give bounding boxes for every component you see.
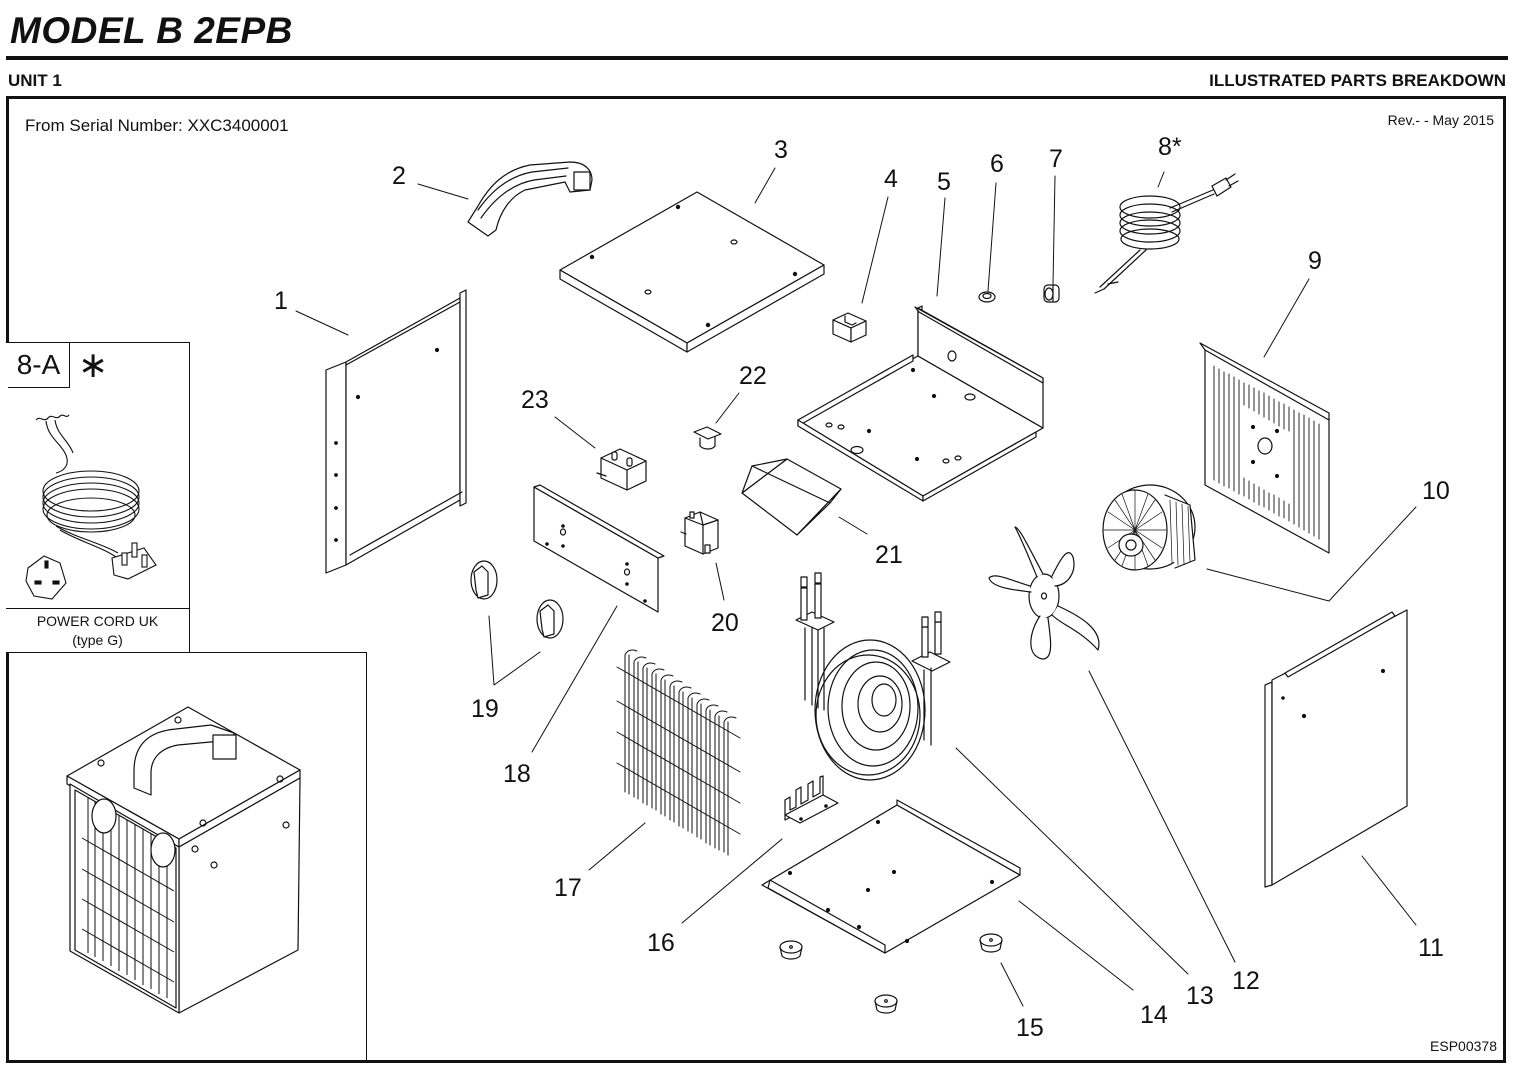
callout-16: 16	[647, 929, 675, 957]
leader-21	[838, 516, 868, 535]
part-16-element-bracket	[784, 775, 839, 824]
serial-number: From Serial Number: XXC3400001	[25, 116, 289, 135]
part-7-cable-gland	[1043, 284, 1060, 303]
callout-20: 20	[711, 609, 739, 637]
asterisk-marker: ∗	[78, 344, 109, 385]
leader-4	[861, 196, 889, 304]
leader-19	[488, 615, 541, 686]
revision-date: Rev.- - May 2015	[1387, 112, 1494, 128]
part-5-chassis-tray	[797, 305, 1044, 502]
leader-22	[715, 392, 740, 424]
callout-3: 3	[774, 136, 788, 164]
leader-20	[715, 562, 725, 601]
leader-7	[1052, 175, 1056, 285]
callout-10: 10	[1422, 477, 1450, 505]
leader-14	[1018, 900, 1134, 991]
leader-3	[754, 167, 776, 204]
assembled-heater-drawing	[66, 706, 301, 1014]
callout-6: 6	[990, 150, 1004, 178]
leader-17	[588, 822, 646, 871]
part-22-thermal-cutout	[693, 426, 722, 450]
callout-14: 14	[1140, 1001, 1168, 1029]
callout-12: 12	[1232, 967, 1260, 995]
part-1-side-panel-left	[325, 289, 467, 574]
part-17-front-grille	[616, 649, 741, 856]
part-9-rear-grille	[1199, 342, 1330, 554]
header-rule	[6, 56, 1508, 60]
inset-assembled-heater	[6, 652, 367, 1063]
callout-4: 4	[884, 165, 898, 193]
inset-tag: 8-A	[8, 343, 70, 388]
leader-lines	[295, 167, 1417, 1007]
callout-9: 9	[1308, 247, 1322, 275]
callout-19: 19	[471, 695, 499, 723]
callout-2: 2	[392, 162, 406, 190]
uk-power-cord-drawing	[25, 414, 157, 600]
leader-18	[531, 605, 618, 753]
callout-17: 17	[554, 874, 582, 902]
callout-7: 7	[1049, 145, 1063, 173]
callout-23: 23	[521, 386, 549, 414]
part-6-grommet	[978, 291, 996, 303]
part-20-rotary-switch	[680, 511, 719, 555]
leader-9	[1263, 278, 1310, 358]
callout-15: 15	[1016, 1014, 1044, 1042]
part-19-knobs	[470, 560, 564, 639]
leader-6	[987, 182, 997, 292]
unit-label: UNIT 1	[8, 71, 62, 90]
part-18-control-panel	[533, 484, 665, 613]
leader-11	[1361, 855, 1417, 926]
leader-12	[1088, 670, 1236, 963]
part-13-heating-element	[795, 572, 951, 781]
part-4-block	[832, 312, 867, 343]
part-21-deflector	[741, 458, 842, 536]
leader-15	[1000, 962, 1024, 1007]
callout-8: 8*	[1158, 133, 1182, 161]
drawing-code: ESP00378	[1430, 1038, 1497, 1054]
leader-2	[417, 183, 469, 200]
section-title: ILLUSTRATED PARTS BREAKDOWN	[1209, 71, 1506, 90]
part-14-base-plate	[761, 799, 1021, 954]
inset-caption: POWER CORD UK (type G)	[6, 608, 189, 653]
callout-11: 11	[1418, 934, 1444, 962]
model-title: MODEL B 2EPB	[10, 10, 293, 51]
part-3-top-cover	[559, 191, 825, 353]
caption-line-2: (type G)	[72, 632, 123, 648]
inset-power-cord-uk: 8-A ∗ POWER CORD UK (type G)	[6, 342, 190, 653]
leader-8	[1157, 171, 1165, 188]
part-10-motor	[1102, 484, 1196, 571]
leader-23	[554, 416, 596, 449]
part-12-fan-blade	[988, 526, 1100, 660]
callout-21: 21	[875, 541, 903, 569]
part-23-switch	[596, 448, 647, 491]
leader-13	[955, 747, 1189, 975]
leader-1	[295, 310, 349, 336]
callout-13: 13	[1186, 982, 1214, 1010]
callout-1: 1	[274, 287, 288, 315]
part-2-handle	[467, 161, 593, 237]
caption-line-1: POWER CORD UK	[36, 613, 159, 629]
callout-22: 22	[739, 362, 767, 390]
leader-10	[1206, 506, 1417, 602]
callout-18: 18	[503, 760, 531, 788]
part-11-side-panel-right	[1264, 609, 1408, 888]
part-15-rubber-feet	[779, 933, 1003, 1014]
leader-5	[936, 197, 946, 297]
part-8-power-cord	[1094, 173, 1239, 294]
leader-16	[681, 838, 783, 924]
callout-5: 5	[937, 168, 951, 196]
